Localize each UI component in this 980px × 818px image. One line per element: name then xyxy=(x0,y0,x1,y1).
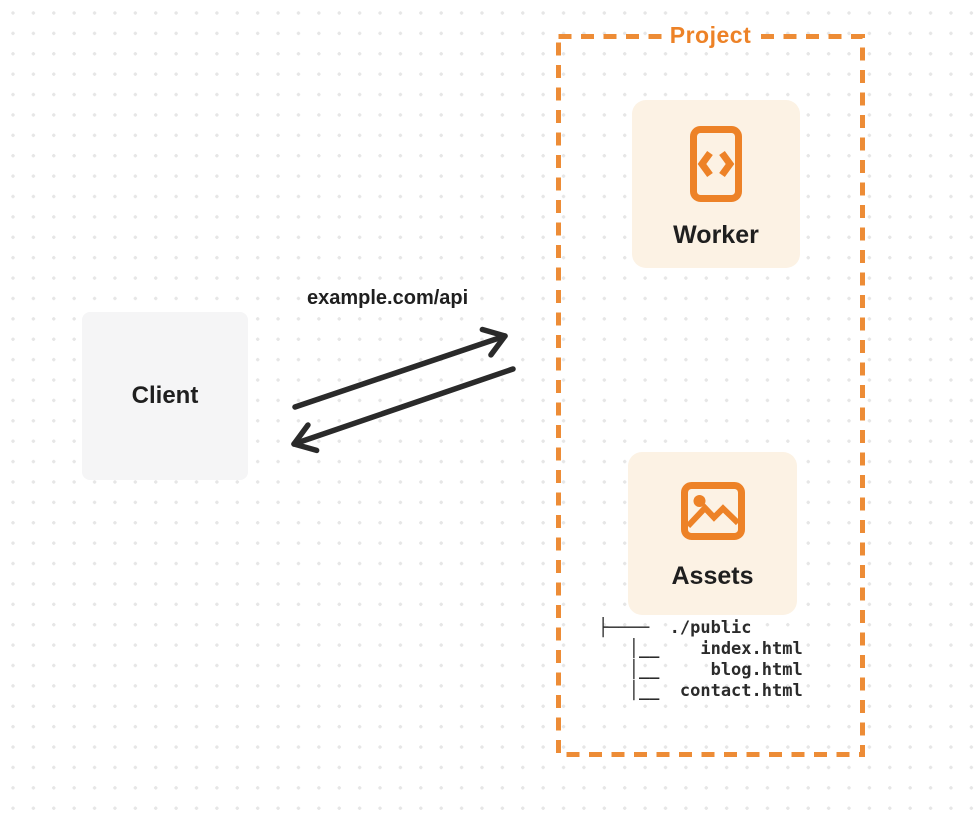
assets-file-tree: ├──── ./public │__ index.html │__ blog.h… xyxy=(598,618,803,702)
project-dashed-border xyxy=(556,34,865,757)
image-icon xyxy=(680,482,745,540)
project-title: Project xyxy=(662,20,759,50)
code-file-icon xyxy=(690,126,742,202)
tree-line-blog: │__ blog.html xyxy=(598,660,803,680)
worker-node: Worker xyxy=(632,100,800,268)
response-arrow xyxy=(291,366,516,454)
project-group: Project xyxy=(558,20,863,50)
request-arrow xyxy=(292,326,508,410)
assets-node: Assets xyxy=(628,452,797,615)
client-label: Client xyxy=(131,382,199,409)
client-node: Client xyxy=(82,312,248,480)
tree-line-contact: │__ contact.html xyxy=(598,681,803,701)
assets-label: Assets xyxy=(671,562,754,590)
tree-line-index: │__ index.html xyxy=(598,639,803,659)
tree-line-public: ├──── ./public xyxy=(598,618,752,638)
request-url-label: example.com/api xyxy=(307,287,469,309)
worker-label: Worker xyxy=(673,221,759,249)
